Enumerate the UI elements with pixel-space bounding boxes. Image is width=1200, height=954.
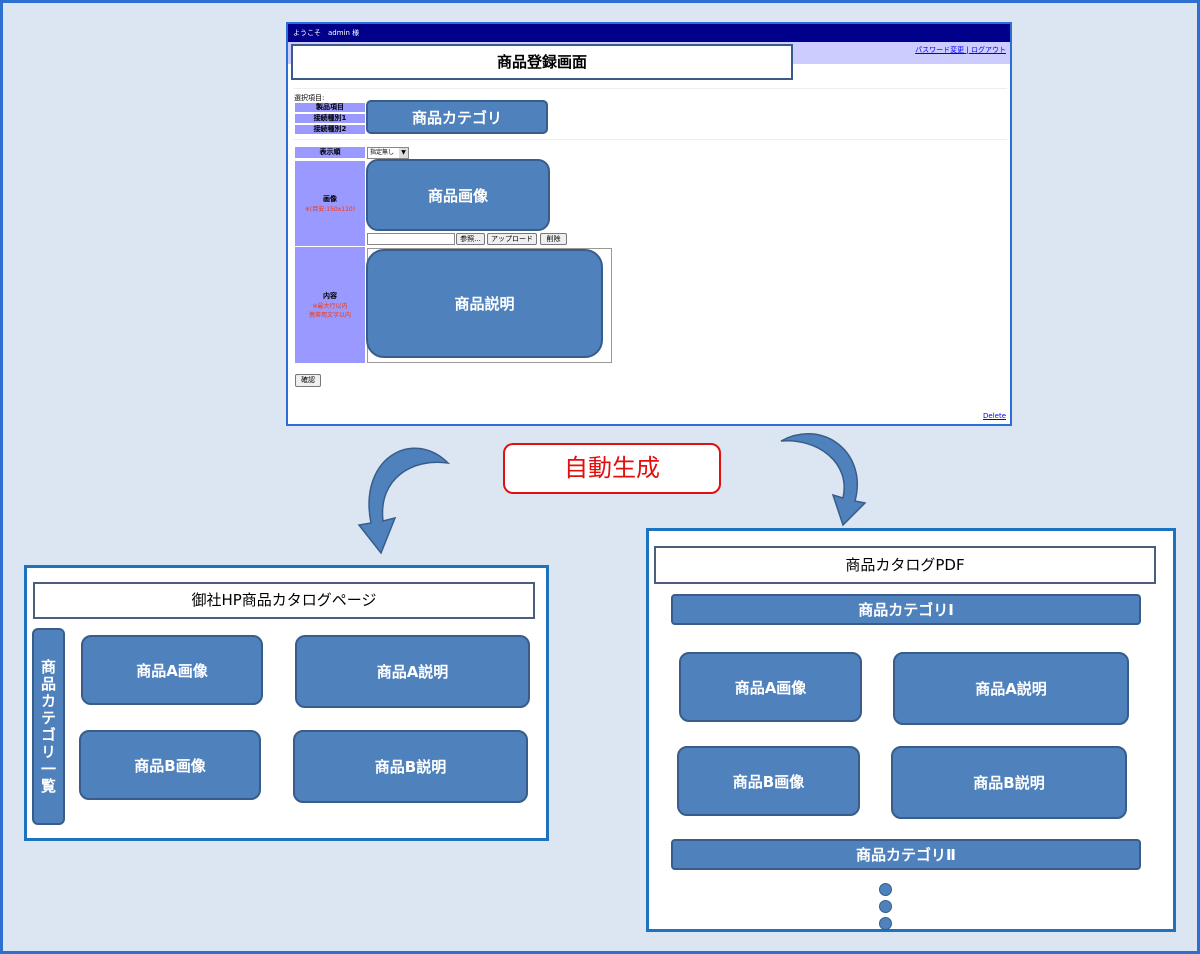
image-note: ※(目安:150x110): [304, 206, 356, 213]
product-a-image-box: 商品A画像: [81, 635, 263, 705]
sort-label: 表示順: [295, 147, 365, 158]
category-1-bar: 商品カテゴリⅠ: [671, 594, 1141, 625]
image-label: 画像: [323, 195, 337, 203]
curved-arrow-right-icon: [780, 433, 867, 527]
row-label-product-item: 製品項目: [295, 103, 365, 112]
pdf-catalog-title: 商品カタログPDF: [654, 546, 1156, 584]
chevron-down-icon: ▼: [399, 148, 408, 158]
continuation-dot: [879, 917, 892, 930]
divider: [293, 88, 1007, 89]
content-label: 内容: [323, 292, 337, 300]
content-label-cell: 内容 ※最大行以内 携帯用文字以内: [295, 247, 365, 363]
link-separator: |: [966, 46, 969, 54]
product-a-description-box: 商品A説明: [295, 635, 530, 708]
pdf-catalog-panel: 商品カタログPDF 商品カテゴリⅠ 商品A画像 商品A説明 商品B画像 商品B説…: [646, 528, 1176, 932]
content-note-1: ※最大行以内: [312, 303, 348, 310]
hp-catalog-title: 御社HP商品カタログページ: [33, 582, 535, 619]
image-label-cell: 画像 ※(目安:150x110): [295, 161, 365, 246]
header-links: パスワード変更 | ログアウト: [915, 45, 1006, 55]
category-list-bar: 商品カテゴリ一覧: [32, 628, 65, 825]
pdf-product-b-image-box: 商品B画像: [677, 746, 860, 816]
continuation-dot: [879, 883, 892, 896]
category-2-bar: 商品カテゴリⅡ: [671, 839, 1141, 870]
pdf-product-a-image-box: 商品A画像: [679, 652, 862, 722]
browse-button[interactable]: 参照...: [456, 233, 485, 245]
row-label-connection-1: 接続種別1: [295, 114, 365, 123]
sort-select-value: 指定無し: [370, 149, 395, 156]
sort-select[interactable]: 指定無し ▼: [367, 147, 409, 159]
product-b-image-box: 商品B画像: [79, 730, 261, 800]
pdf-product-a-description-box: 商品A説明: [893, 652, 1129, 725]
admin-screen-mock: ようこそ admin 様 パスワード変更 | ログアウト 商品登録画面 選択項目…: [286, 22, 1012, 426]
category-box: 商品カテゴリ: [366, 100, 548, 134]
upload-button[interactable]: アップロード: [487, 233, 537, 245]
page-title: 商品登録画面: [291, 44, 793, 80]
delete-image-button[interactable]: 削除: [540, 233, 567, 245]
auto-generate-label: 自動生成: [503, 443, 721, 494]
welcome-bar: ようこそ admin 様: [288, 24, 1010, 42]
delete-link[interactable]: Delete: [983, 412, 1006, 420]
curved-arrow-left-icon: [357, 447, 451, 555]
divider: [293, 139, 1007, 140]
pdf-product-b-description-box: 商品B説明: [891, 746, 1127, 819]
product-description-box: 商品説明: [366, 249, 603, 358]
password-change-link[interactable]: パスワード変更: [915, 46, 965, 54]
product-image-box: 商品画像: [366, 159, 550, 231]
confirm-button[interactable]: 確認: [295, 374, 321, 387]
content-note-2: 携帯用文字以内: [308, 312, 351, 319]
row-label-connection-2: 接続種別2: [295, 125, 365, 134]
file-path-input[interactable]: [367, 233, 455, 245]
selected-items-label: 選択項目:: [294, 94, 325, 102]
hp-catalog-panel: 御社HP商品カタログページ 商品カテゴリ一覧 商品A画像 商品A説明 商品B画像…: [24, 565, 549, 841]
logout-link[interactable]: ログアウト: [971, 46, 1006, 54]
continuation-dot: [879, 900, 892, 913]
product-b-description-box: 商品B説明: [293, 730, 528, 803]
